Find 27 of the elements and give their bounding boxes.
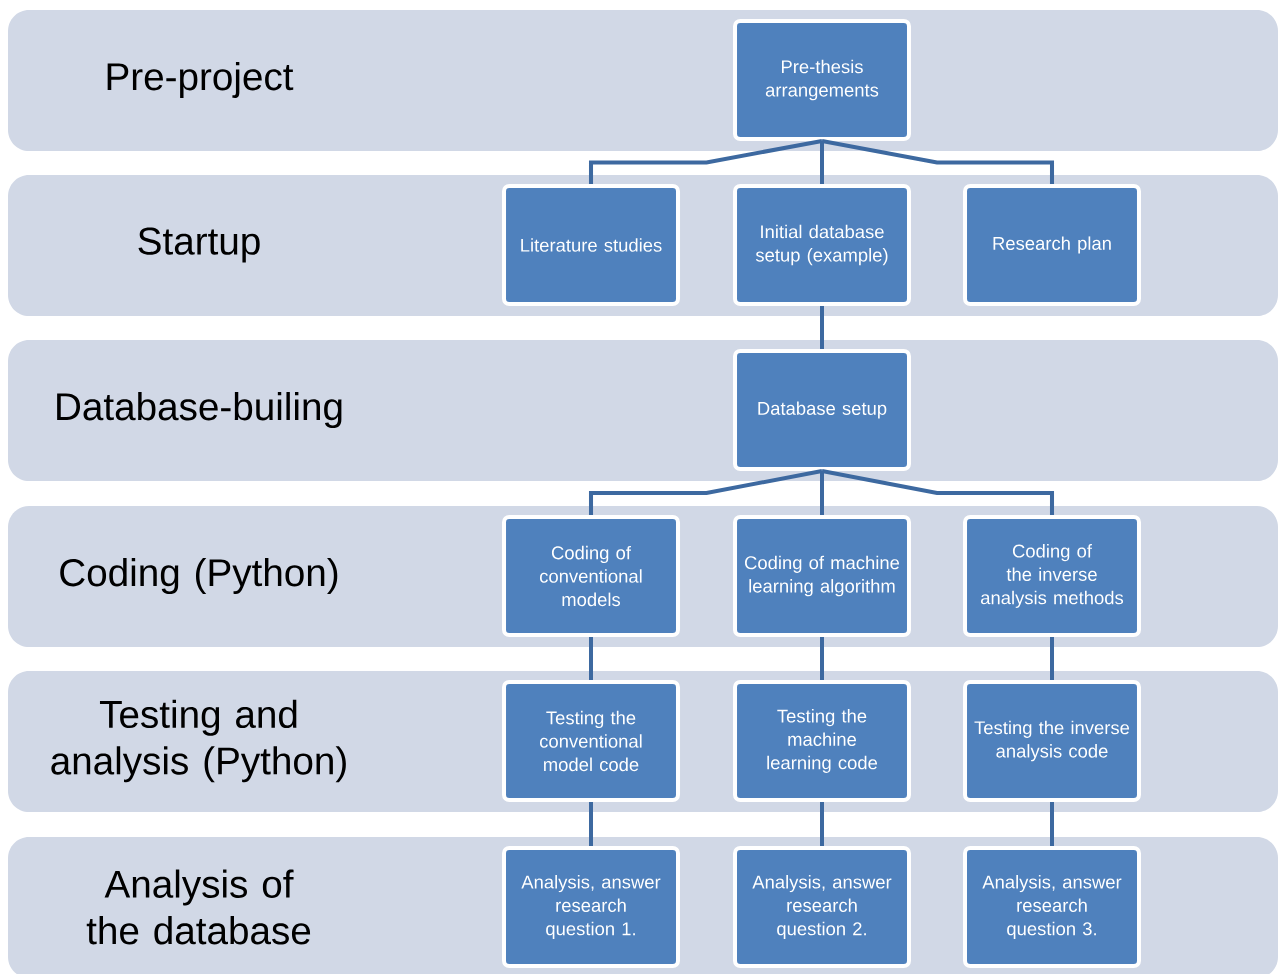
process-box: Pre-thesis arrangements (733, 19, 912, 141)
process-box: Testing the conventional model code (502, 679, 681, 802)
process-box: Testing the machine learning code (733, 679, 912, 802)
connector-line (820, 802, 824, 846)
process-box: Testing the inverse analysis code (963, 679, 1141, 802)
process-box: Analysis, answer research question 3. (963, 846, 1141, 968)
connector-line (820, 637, 824, 680)
connector-line (1050, 637, 1054, 680)
process-box: Analysis, answer research question 1. (502, 846, 681, 968)
process-box: Research plan (963, 184, 1141, 306)
connector-line (821, 469, 1054, 515)
process-box: Database setup (733, 349, 912, 471)
process-box: Literature studies (502, 184, 681, 306)
process-box: Coding of machine learning algorithm (733, 515, 912, 637)
process-box: Coding of conventional models (502, 515, 681, 637)
connector-line (820, 306, 824, 349)
connector-line (820, 141, 824, 184)
connector-line (589, 802, 593, 846)
process-box: Analysis, answer research question 2. (733, 846, 912, 968)
connector-line (589, 139, 823, 184)
connector-line (821, 139, 1054, 184)
connector-line (820, 471, 824, 515)
connector-line (589, 469, 823, 515)
connector-line (1050, 802, 1054, 846)
process-box: Coding of the inverse analysis methods (963, 515, 1141, 637)
connector-line (589, 637, 593, 680)
process-box: Initial database setup (example) (733, 184, 912, 306)
